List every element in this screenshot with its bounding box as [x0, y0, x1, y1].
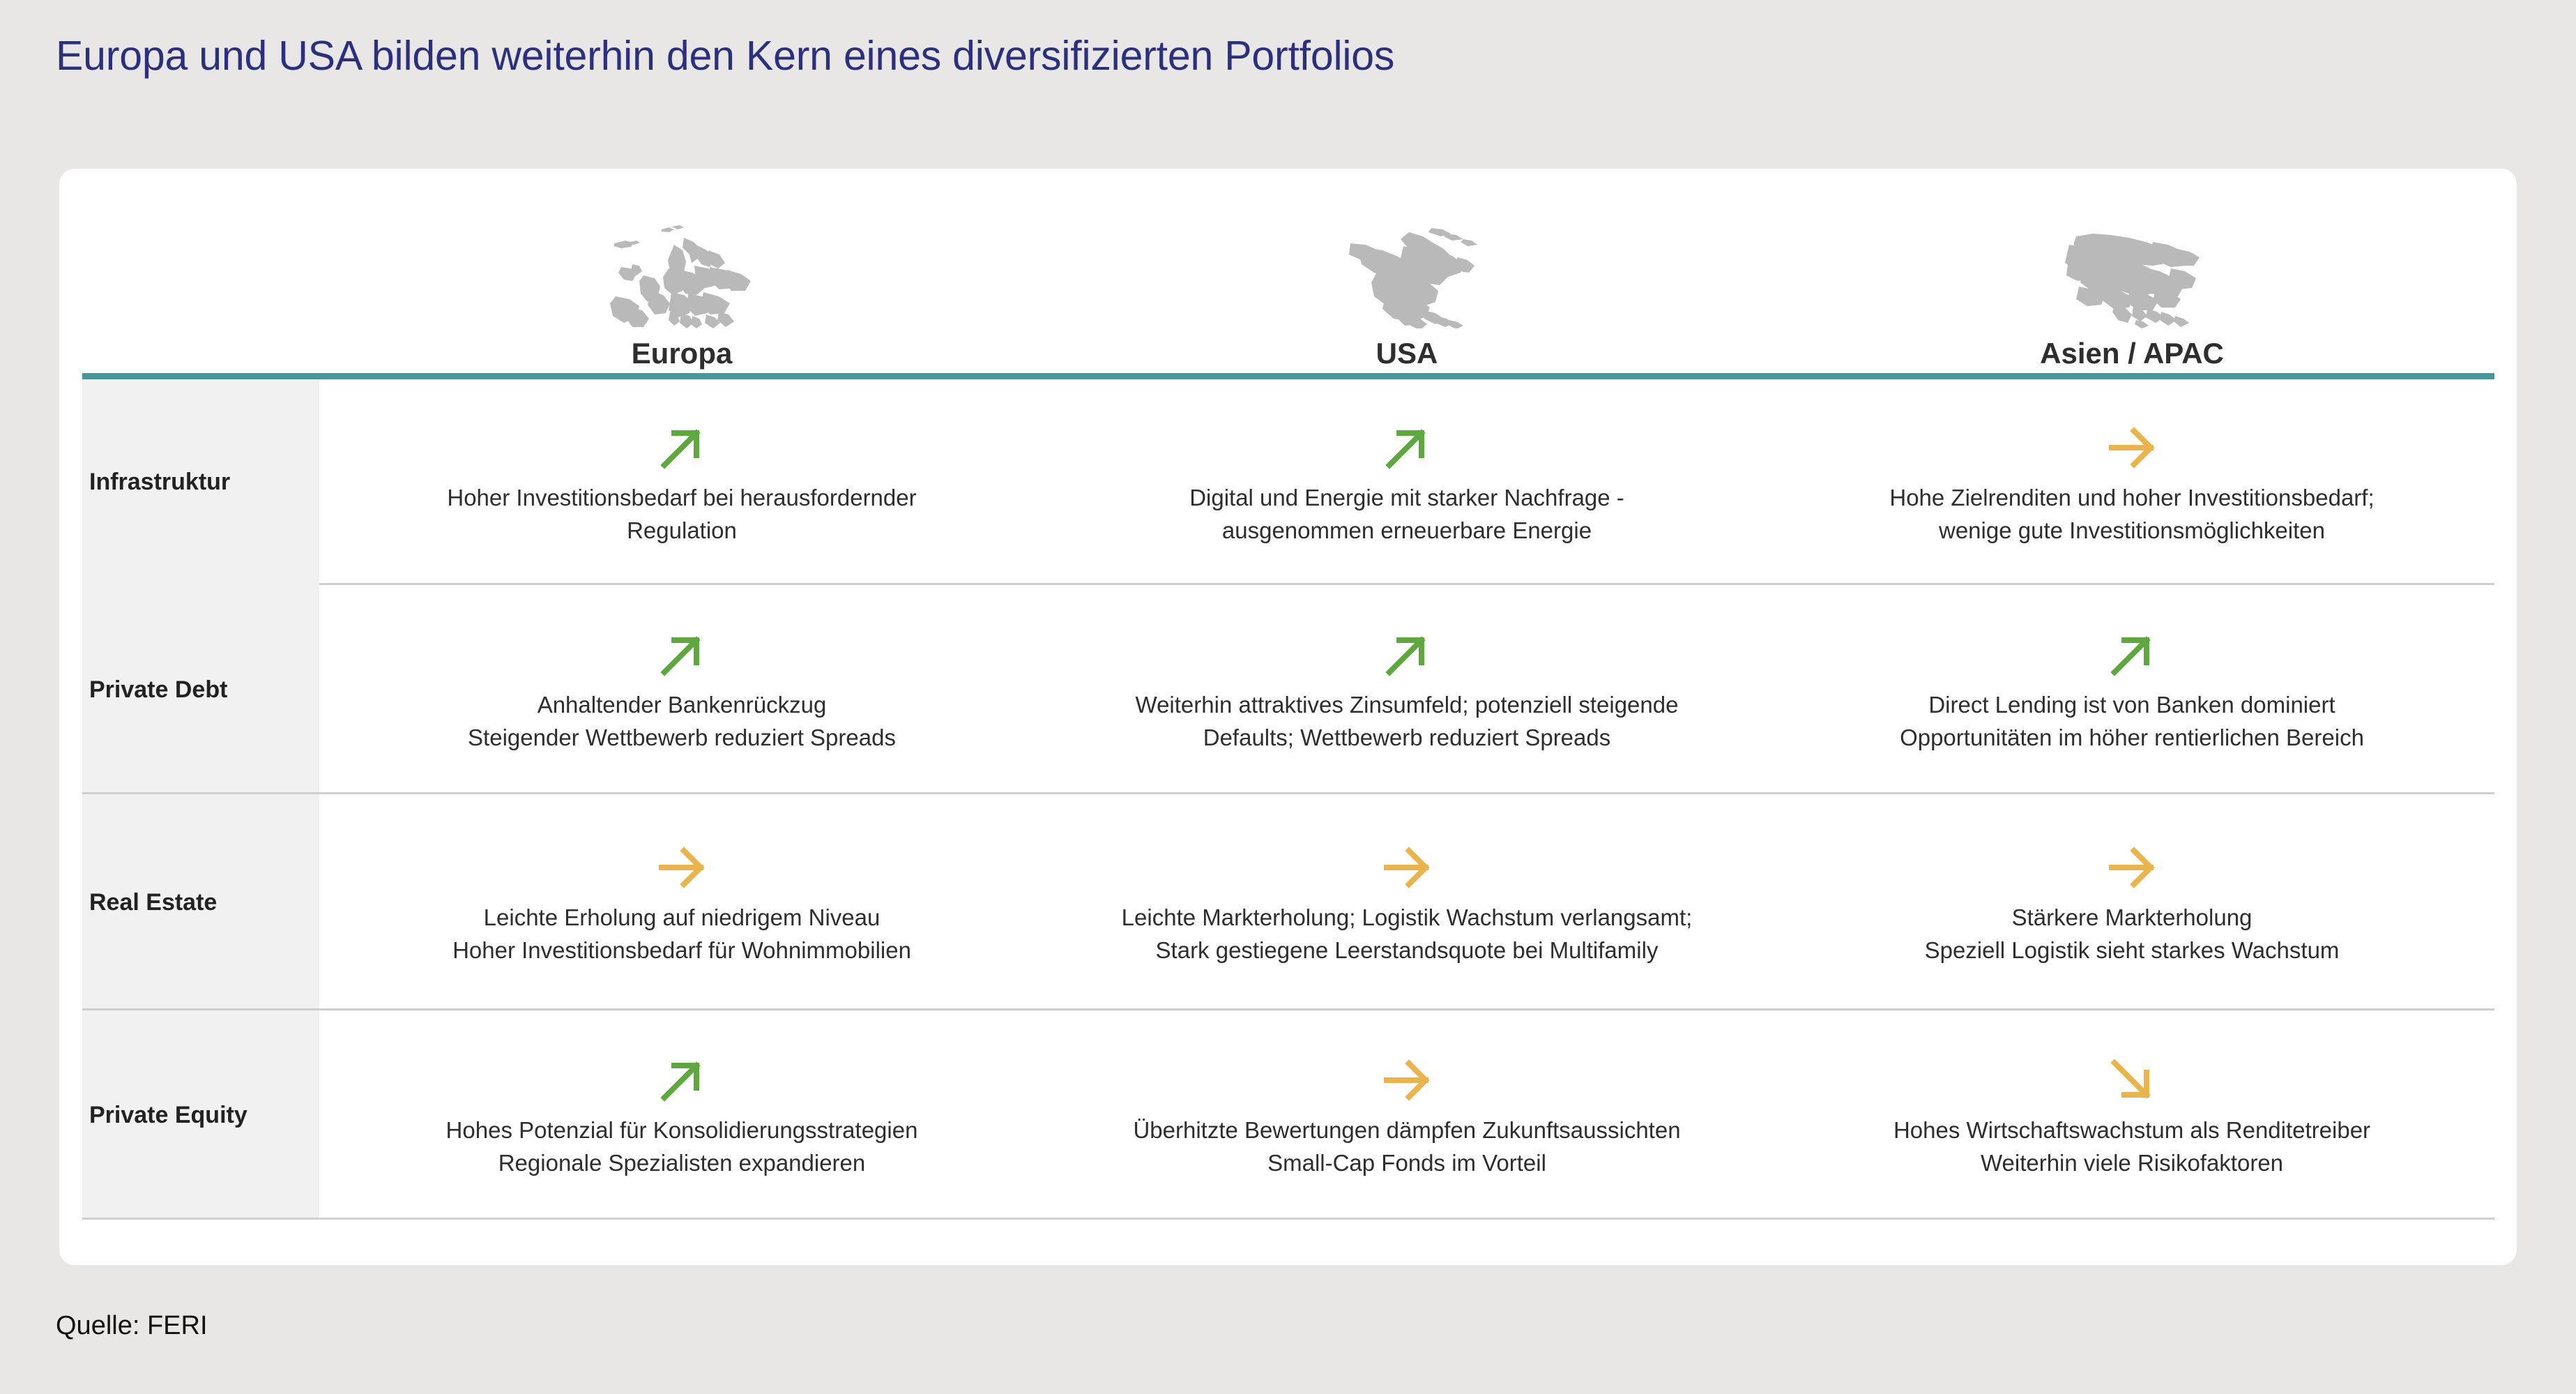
row-label-real-estate: Real Estate: [82, 794, 319, 1010]
cell-text: Hoher Investitionsbedarf bei herausforde…: [447, 484, 917, 543]
arrow-right-icon: [1377, 1050, 1437, 1110]
arrow-up-right-icon: [1377, 418, 1437, 478]
cell-text: Digital und Energie mit starker Nachfrag…: [1189, 484, 1624, 543]
cell-text: Hohes Wirtschaftswachstum als Renditetre…: [1893, 1117, 2371, 1176]
cell-private-debt-asien: Direct Lending ist von Banken dominiert …: [1769, 585, 2494, 794]
cell-text: Direct Lending ist von Banken dominiert …: [1900, 692, 2364, 750]
table-row: Infrastruktur Hoher Investitionsbedarf b…: [82, 379, 2494, 585]
matrix-body: Infrastruktur Hoher Investitionsbedarf b…: [82, 379, 2494, 1220]
cell-text: Hohes Potenzial für Konsolidierungsstrat…: [445, 1117, 918, 1176]
cell-real-estate-usa: Leichte Markterholung; Logistik Wachstum…: [1044, 794, 1769, 1010]
arrow-up-right-icon: [2102, 625, 2162, 685]
cell-text: Überhitzte Bewertungen dämpfen Zukunftsa…: [1133, 1117, 1681, 1176]
cell-private-debt-usa: Weiterhin attraktives Zinsumfeld; potenz…: [1044, 585, 1769, 794]
row-label-text: Private Equity: [89, 1101, 247, 1128]
cell-private-equity-asien: Hohes Wirtschaftswachstum als Renditetre…: [1769, 1010, 2494, 1220]
cell-real-estate-asien: Stärkere Markterholung Speziell Logistik…: [1769, 794, 2494, 1010]
cell-text: Hohe Zielrenditen und hoher Investitions…: [1889, 484, 2375, 543]
arrow-up-right-icon: [652, 418, 712, 478]
column-header-label: USA: [1375, 337, 1438, 370]
header-accent-rule: [82, 373, 2494, 379]
cell-text: Leichte Markterholung; Logistik Wachstum…: [1121, 904, 1693, 963]
arrow-right-icon: [652, 838, 712, 897]
arrow-right-icon: [2102, 418, 2162, 478]
row-label-text: Real Estate: [89, 888, 218, 916]
cell-text: Leichte Erholung auf niedrigem Niveau Ho…: [452, 904, 911, 963]
row-label-infrastruktur: Infrastruktur: [82, 379, 319, 585]
table-row: Real Estate Leichte Erholung auf niedrig…: [82, 794, 2494, 1010]
row-label-private-equity: Private Equity: [82, 1010, 319, 1220]
asia-map-icon: [2048, 224, 2216, 328]
row-separator: [319, 583, 2494, 585]
header-corner-spacer: [82, 169, 319, 373]
north-america-map-icon: [1327, 224, 1487, 328]
column-header-europa: Europa: [319, 169, 1044, 373]
arrow-down-right-icon: [2102, 1050, 2162, 1110]
column-header-label: Asien / APAC: [2040, 337, 2224, 370]
arrow-up-right-icon: [1377, 625, 1437, 685]
row-label-private-debt: Private Debt: [82, 585, 319, 794]
row-label-text: Private Debt: [89, 676, 228, 703]
row-separator: [82, 1218, 2494, 1220]
region-asset-matrix: Europa: [82, 169, 2494, 1257]
row-label-text: Infrastruktur: [89, 469, 231, 495]
page-title: Europa und USA bilden weiterhin den Kern…: [56, 33, 1395, 79]
cell-infrastruktur-usa: Digital und Energie mit starker Nachfrag…: [1044, 379, 1769, 585]
arrow-up-right-icon: [652, 625, 712, 685]
row-separator: [82, 792, 2494, 794]
cell-real-estate-europa: Leichte Erholung auf niedrigem Niveau Ho…: [319, 794, 1044, 1010]
cell-private-debt-europa: Anhaltender Bankenrückzug Steigender Wet…: [319, 585, 1044, 794]
column-header-asien-apac: Asien / APAC: [1769, 169, 2494, 373]
source-note: Quelle: FERI: [56, 1311, 208, 1340]
column-header-usa: USA: [1044, 169, 1769, 373]
matrix-header-row: Europa: [82, 169, 2494, 373]
matrix-card: [59, 169, 2517, 1265]
row-separator: [82, 1008, 2494, 1010]
table-row: Private Equity Hohes Potenzial für Konso…: [82, 1010, 2494, 1220]
cell-private-equity-usa: Überhitzte Bewertungen dämpfen Zukunftsa…: [1044, 1010, 1769, 1220]
cell-text: Stärkere Markterholung Speziell Logistik…: [1924, 904, 2340, 963]
arrow-right-icon: [1377, 838, 1437, 897]
cell-text: Weiterhin attraktives Zinsumfeld; potenz…: [1135, 692, 1679, 750]
arrow-right-icon: [2102, 838, 2162, 897]
cell-private-equity-europa: Hohes Potenzial für Konsolidierungsstrat…: [319, 1010, 1044, 1220]
europe-map-icon: [602, 224, 762, 328]
cell-infrastruktur-asien: Hohe Zielrenditen und hoher Investitions…: [1769, 379, 2494, 585]
table-row: Private Debt Anhaltender Bankenrückzug S…: [82, 585, 2494, 794]
cell-infrastruktur-europa: Hoher Investitionsbedarf bei herausforde…: [319, 379, 1044, 585]
cell-text: Anhaltender Bankenrückzug Steigender Wet…: [468, 692, 896, 750]
arrow-up-right-icon: [652, 1050, 712, 1110]
column-header-label: Europa: [631, 337, 733, 370]
